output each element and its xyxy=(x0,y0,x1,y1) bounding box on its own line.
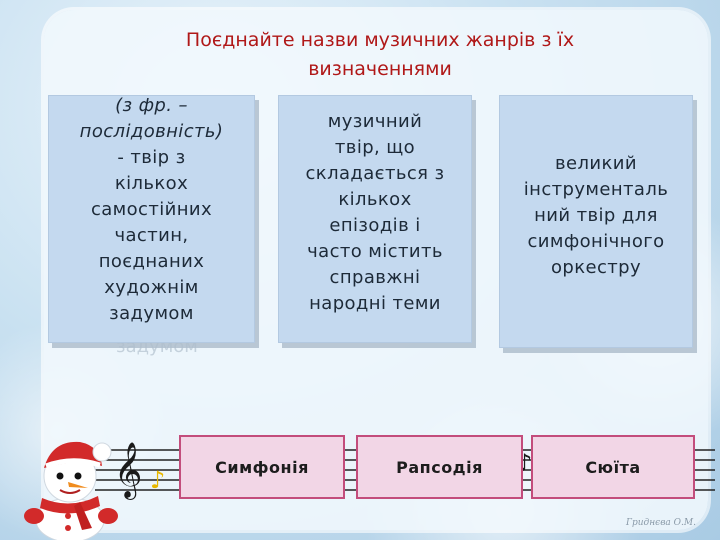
definition-1-italic-2: послідовність) xyxy=(79,121,224,142)
answer-rhapsody[interactable]: Рапсодія xyxy=(356,435,523,499)
definition-2-line-4: кількох xyxy=(338,189,412,210)
definition-1-line-3: самостійних xyxy=(90,199,213,220)
definition-3-line-3: ний твір для xyxy=(534,205,658,226)
author-signature: Гриднєва О.М. xyxy=(626,518,696,528)
definition-1-line-4: частин, xyxy=(114,225,189,246)
definition-2-line-7: справжні xyxy=(329,267,421,288)
title-line-2: визначеннями xyxy=(308,58,452,80)
definition-1-line-1: - твір з xyxy=(117,147,186,168)
answer-suite[interactable]: Сюїта xyxy=(531,435,695,499)
definition-card-3[interactable]: великий інструменталь ний твір для симфо… xyxy=(499,95,693,348)
answer-symphony-label: Симфонія xyxy=(215,457,309,477)
answer-suite-label: Сюїта xyxy=(585,457,641,477)
definition-2-line-8: народні теми xyxy=(309,293,441,314)
definition-3-line-4: симфонічного xyxy=(527,231,665,252)
definition-3-line-1: великий xyxy=(555,153,637,174)
definition-1-line-5: поєднаних xyxy=(98,251,205,272)
definition-2-line-5: епізодів і xyxy=(329,215,421,236)
answer-rhapsody-label: Рапсодія xyxy=(396,457,483,477)
definition-card-2[interactable]: музичний твір, що складається з кількох … xyxy=(278,95,472,343)
treble-clef-icon: 𝄞 xyxy=(114,442,143,498)
definition-card-1[interactable]: (з фр. – послідовність) - твір з кількох… xyxy=(48,95,255,343)
definition-2-line-2: твір, що xyxy=(334,137,416,158)
snowman-icon xyxy=(24,441,118,540)
definition-1-line-7: задумом xyxy=(109,303,194,324)
title-line-1: Поєднайте назви музичних жанрів з їх xyxy=(185,29,575,51)
answer-symphony[interactable]: Симфонія xyxy=(179,435,345,499)
definition-2-line-1: музичний xyxy=(327,111,423,132)
definition-1-line-2: кількох xyxy=(114,173,189,194)
definition-3-line-2: інструменталь xyxy=(523,179,669,200)
definition-2-line-6: часто містить xyxy=(307,241,443,262)
slide-title: Поєднайте назви музичних жанрів з їх виз… xyxy=(110,26,650,84)
definition-3-line-5: оркестру xyxy=(550,257,642,278)
definition-2-line-3: складається з xyxy=(305,163,445,184)
definition-1-italic-1: (з фр. – xyxy=(115,95,188,116)
music-note-icon: ♪ xyxy=(150,466,166,494)
definition-1-line-6: художнім xyxy=(104,277,199,298)
